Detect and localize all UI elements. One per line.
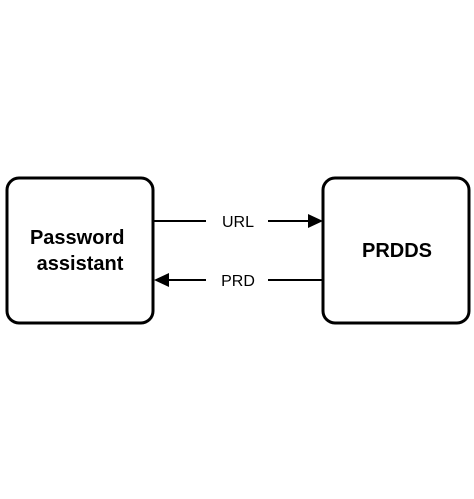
node-password-assistant-label: Password assistant bbox=[30, 227, 130, 275]
edge-url-label: URL bbox=[222, 214, 254, 231]
edge-prd: PRD bbox=[154, 273, 322, 290]
node-password-assistant-label-line1: Password bbox=[30, 227, 124, 249]
edge-url: URL bbox=[154, 214, 323, 231]
node-prdds-box bbox=[321, 176, 471, 325]
edge-prd-arrowhead bbox=[154, 273, 169, 287]
node-prdds: PRDDS bbox=[321, 176, 471, 325]
edge-prd-label: PRD bbox=[221, 273, 255, 290]
edge-url-arrowhead bbox=[308, 214, 323, 228]
node-password-assistant-label-line2: assistant bbox=[37, 253, 124, 275]
node-password-assistant-box bbox=[5, 176, 155, 325]
node-password-assistant: Password assistant bbox=[5, 176, 155, 325]
node-prdds-label: PRDDS bbox=[362, 240, 432, 262]
